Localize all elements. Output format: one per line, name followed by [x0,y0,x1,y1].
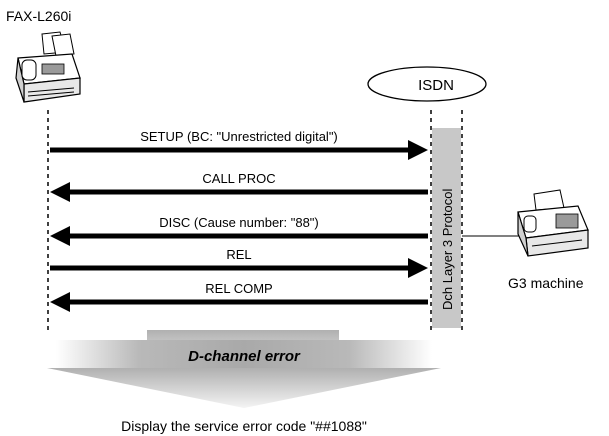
fax-machine-icon [517,189,589,257]
protocol-bar-label: Dch Layer 3 Protocol [440,188,455,310]
error-arrow: D-channel error [47,330,441,408]
right-device-label: G3 machine [508,275,584,291]
message-arrow: SETUP (BC: "Unrestricted digital") [50,129,428,160]
message-list: SETUP (BC: "Unrestricted digital") CALL P… [50,129,428,312]
message-arrow-shape [50,226,428,246]
message-arrow: REL [50,247,428,278]
message-arrow: REL COMP [50,281,428,312]
protocol-bar: Dch Layer 3 Protocol [432,128,461,328]
result-message: Display the service error code "##1088" [121,418,367,434]
error-banner [56,340,432,368]
message-arrow: DISC (Cause number: "88") [50,215,428,246]
error-banner-label: D-channel error [188,348,301,365]
message-arrow-shape [50,140,428,160]
message-label: REL COMP [205,281,272,296]
message-label: CALL PROC [202,171,275,186]
message-label: DISC (Cause number: "88") [159,215,319,230]
isdn-cloud: ISDN [367,66,487,102]
message-arrow-shape [50,292,428,312]
message-label: SETUP (BC: "Unrestricted digital") [140,129,338,144]
message-label: REL [226,247,251,262]
message-arrow: CALL PROC [50,171,428,202]
message-arrow-shape [50,182,428,202]
left-device-label: FAX-L260i [6,8,71,24]
message-arrow-shape [50,258,428,278]
isdn-label: ISDN [418,77,454,94]
fax-machine-icon [15,31,81,103]
